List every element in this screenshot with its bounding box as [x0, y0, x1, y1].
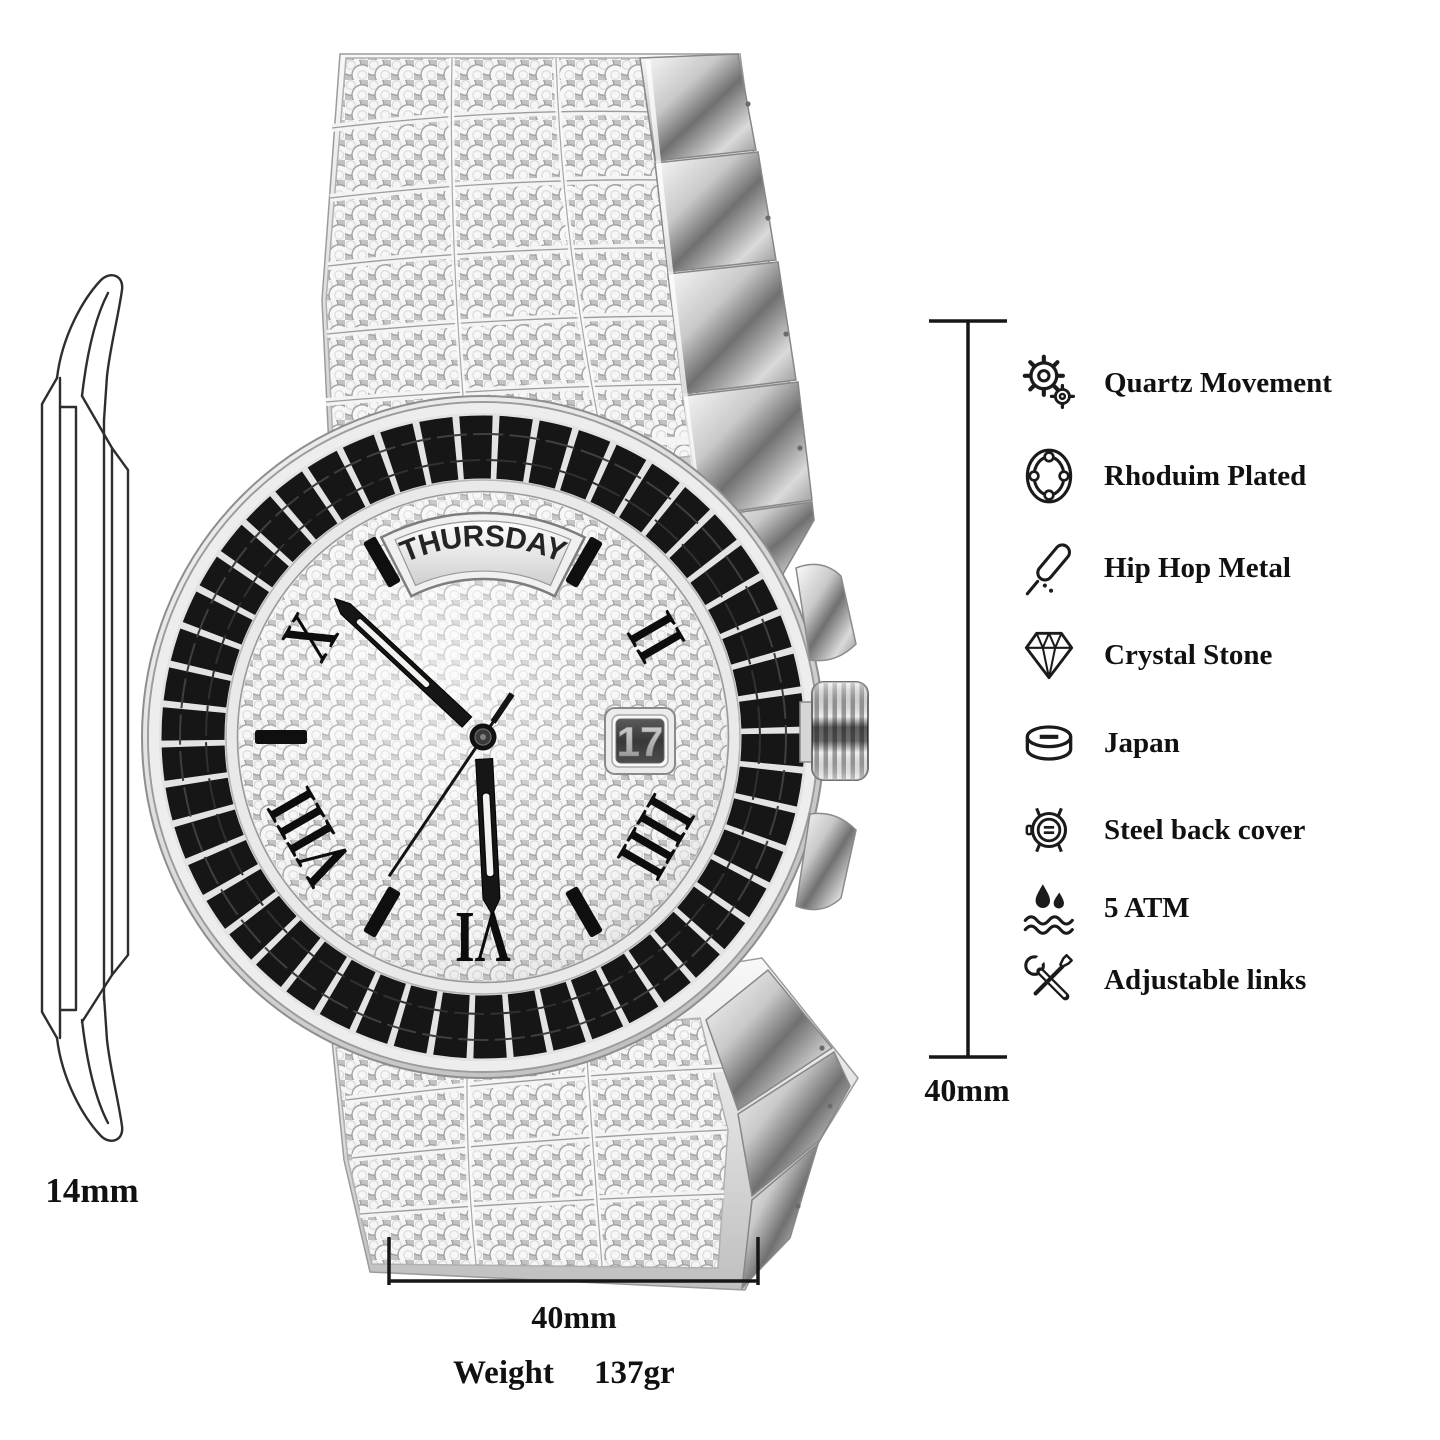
watch-photo: II IIII VI VIII X THURSDAY 17 — [141, 53, 869, 1291]
case-width-label: 40mm — [531, 1299, 617, 1335]
hour-hand — [475, 757, 501, 916]
height-dimension — [929, 319, 1007, 1059]
thickness-dimension-label: 14mm — [45, 1171, 138, 1210]
date-window: 17 — [604, 707, 676, 775]
crown-guard-bottom — [795, 812, 857, 911]
side-profile-drawing — [40, 274, 130, 1142]
bracelet-side-links-bottom — [705, 968, 851, 1291]
minute-hand — [333, 597, 473, 728]
black-baguette-bezel — [159, 413, 807, 1061]
crown-guard-top — [795, 563, 857, 662]
bracelet-bottom — [331, 957, 859, 1291]
crown-assembly — [795, 563, 869, 911]
weight-value: 137gr — [594, 1355, 675, 1391]
second-hand — [387, 692, 515, 878]
weight-word: Weight — [453, 1355, 554, 1391]
day-window: THURSDAY — [379, 511, 587, 598]
bracelet-side-links-top — [639, 53, 815, 601]
date-display: 17 — [617, 718, 664, 765]
numeral-6: VI — [455, 897, 511, 978]
dial: II IIII VI VIII X THURSDAY 17 — [239, 493, 727, 981]
case-height-label: 40mm — [924, 1072, 1010, 1108]
width-dimension — [387, 1237, 760, 1285]
crown — [811, 681, 869, 781]
